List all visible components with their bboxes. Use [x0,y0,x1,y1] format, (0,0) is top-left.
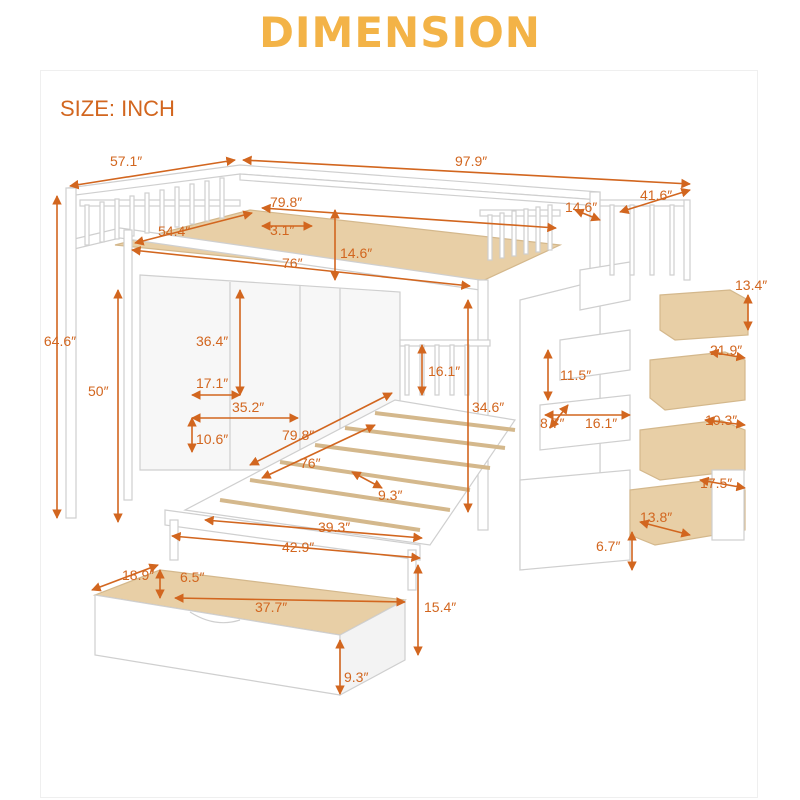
dim-step-depth: 16.1″ [585,415,617,431]
dim-bed-height: 15.4″ [424,599,456,615]
dim-length-top: 97.9″ [455,153,487,169]
dimension-lines [52,155,753,695]
dim-stair-depth: 41.6″ [640,187,672,203]
dim-inner-width: 39.3″ [318,519,350,535]
dim-drawer-4: 17.5″ [700,475,732,491]
dim-total-height: 64.6″ [44,333,76,349]
post-left-back [123,229,133,501]
dim-lower-clearance: 17.1″ [196,375,228,391]
unit-label: SIZE: INCH [60,96,175,121]
dim-loft-length: 79.8″ [270,194,302,210]
dim-drawer-w: 13.8″ [640,509,672,525]
dim-depth-top: 57.1″ [110,153,142,169]
dim-under-clearance: 36.4″ [196,333,228,349]
dim-drawer-h: 6.7″ [596,538,620,554]
loft-bed [65,164,749,697]
dim-step-width: 8.7″ [540,415,564,431]
page-title: DIMENSION [259,8,541,57]
dim-outer-width: 42.9″ [282,539,314,555]
dim-loft-width: 54.4″ [158,223,190,239]
dim-slat-gap: 9.3″ [378,487,402,503]
dim-guard-height: 16.1″ [428,363,460,379]
post-left-front [65,187,77,519]
image-frame [40,70,758,798]
dim-rail-gap: 3.1″ [270,222,294,238]
dim-lower-rail: 10.6″ [196,431,228,447]
dim-drawer-3: 10.3″ [705,412,737,428]
dim-side-height: 50″ [88,383,109,399]
post-right-front [477,279,489,531]
dim-trundle-depth: 18.9″ [122,567,154,583]
dim-lower-height: 34.6″ [472,399,504,415]
dim-drawer-2: 21.9″ [710,342,742,358]
dim-lower-span: 35.2″ [232,399,264,415]
dim-trundle-height: 9.3″ [344,669,368,685]
dim-rail-height: 14.6″ [340,245,372,261]
dim-drawer-top: 13.4″ [735,277,767,293]
dim-stair-rail: 14.6″ [565,199,597,215]
dim-trundle-length: 37.7″ [255,599,287,615]
dim-trundle-gap: 6.5″ [180,569,204,585]
dim-step-height: 11.5″ [560,367,591,383]
dimension-labels: 57.1″ 97.9″ 64.6″ 79.8″ 54.4″ 3.1″ 14.6″… [44,153,767,685]
dim-lower-length: 79.8″ [282,427,314,443]
dim-slat-length: 76″ [300,455,321,471]
dim-inner-length: 76″ [282,255,303,271]
